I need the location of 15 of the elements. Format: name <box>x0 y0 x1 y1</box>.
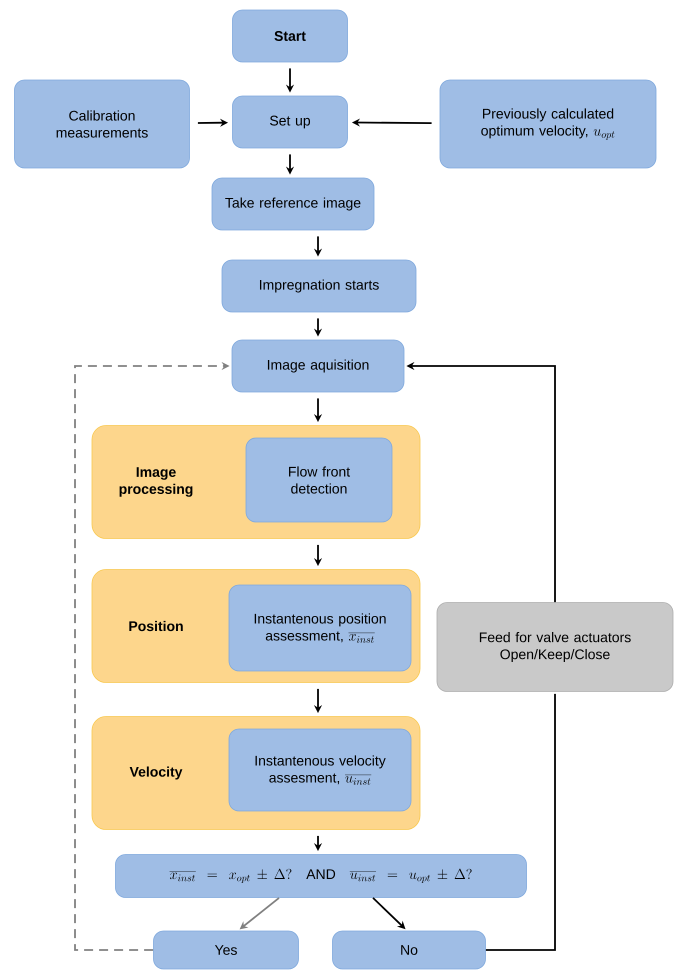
process-box: Flow front detection <box>246 438 392 522</box>
outcome-box: No <box>332 930 486 970</box>
actuator-box: Feed for valve actuators Open/Keep/Close <box>436 602 674 692</box>
process-box: Take reference image <box>212 178 374 230</box>
process-box: Start <box>232 10 348 62</box>
process-box: Instantenous position assessment, $\overline{x_{inst}}$ <box>228 584 412 672</box>
process-box: Set up <box>232 96 348 148</box>
input-box: Previously calculated optimum velocity, $u_{opt}$ <box>440 80 656 168</box>
process-box: Impregnation starts <box>222 260 416 312</box>
process-box: Instantenous velocity assesment, $\overline{u_{inst}}$ <box>228 728 412 812</box>
connector-line <box>486 694 556 951</box>
outcome-box: Yes <box>153 930 299 970</box>
condition-box: $\overline{x_{inst}} = x_{opt} \pm \Delta?$ AND $\overline{u_{inst}} = u_{opt} \pm \Delta?$ <box>115 854 527 898</box>
process-box: Image aquisition <box>232 340 404 392</box>
input-box: Calibration measurements <box>14 80 190 168</box>
